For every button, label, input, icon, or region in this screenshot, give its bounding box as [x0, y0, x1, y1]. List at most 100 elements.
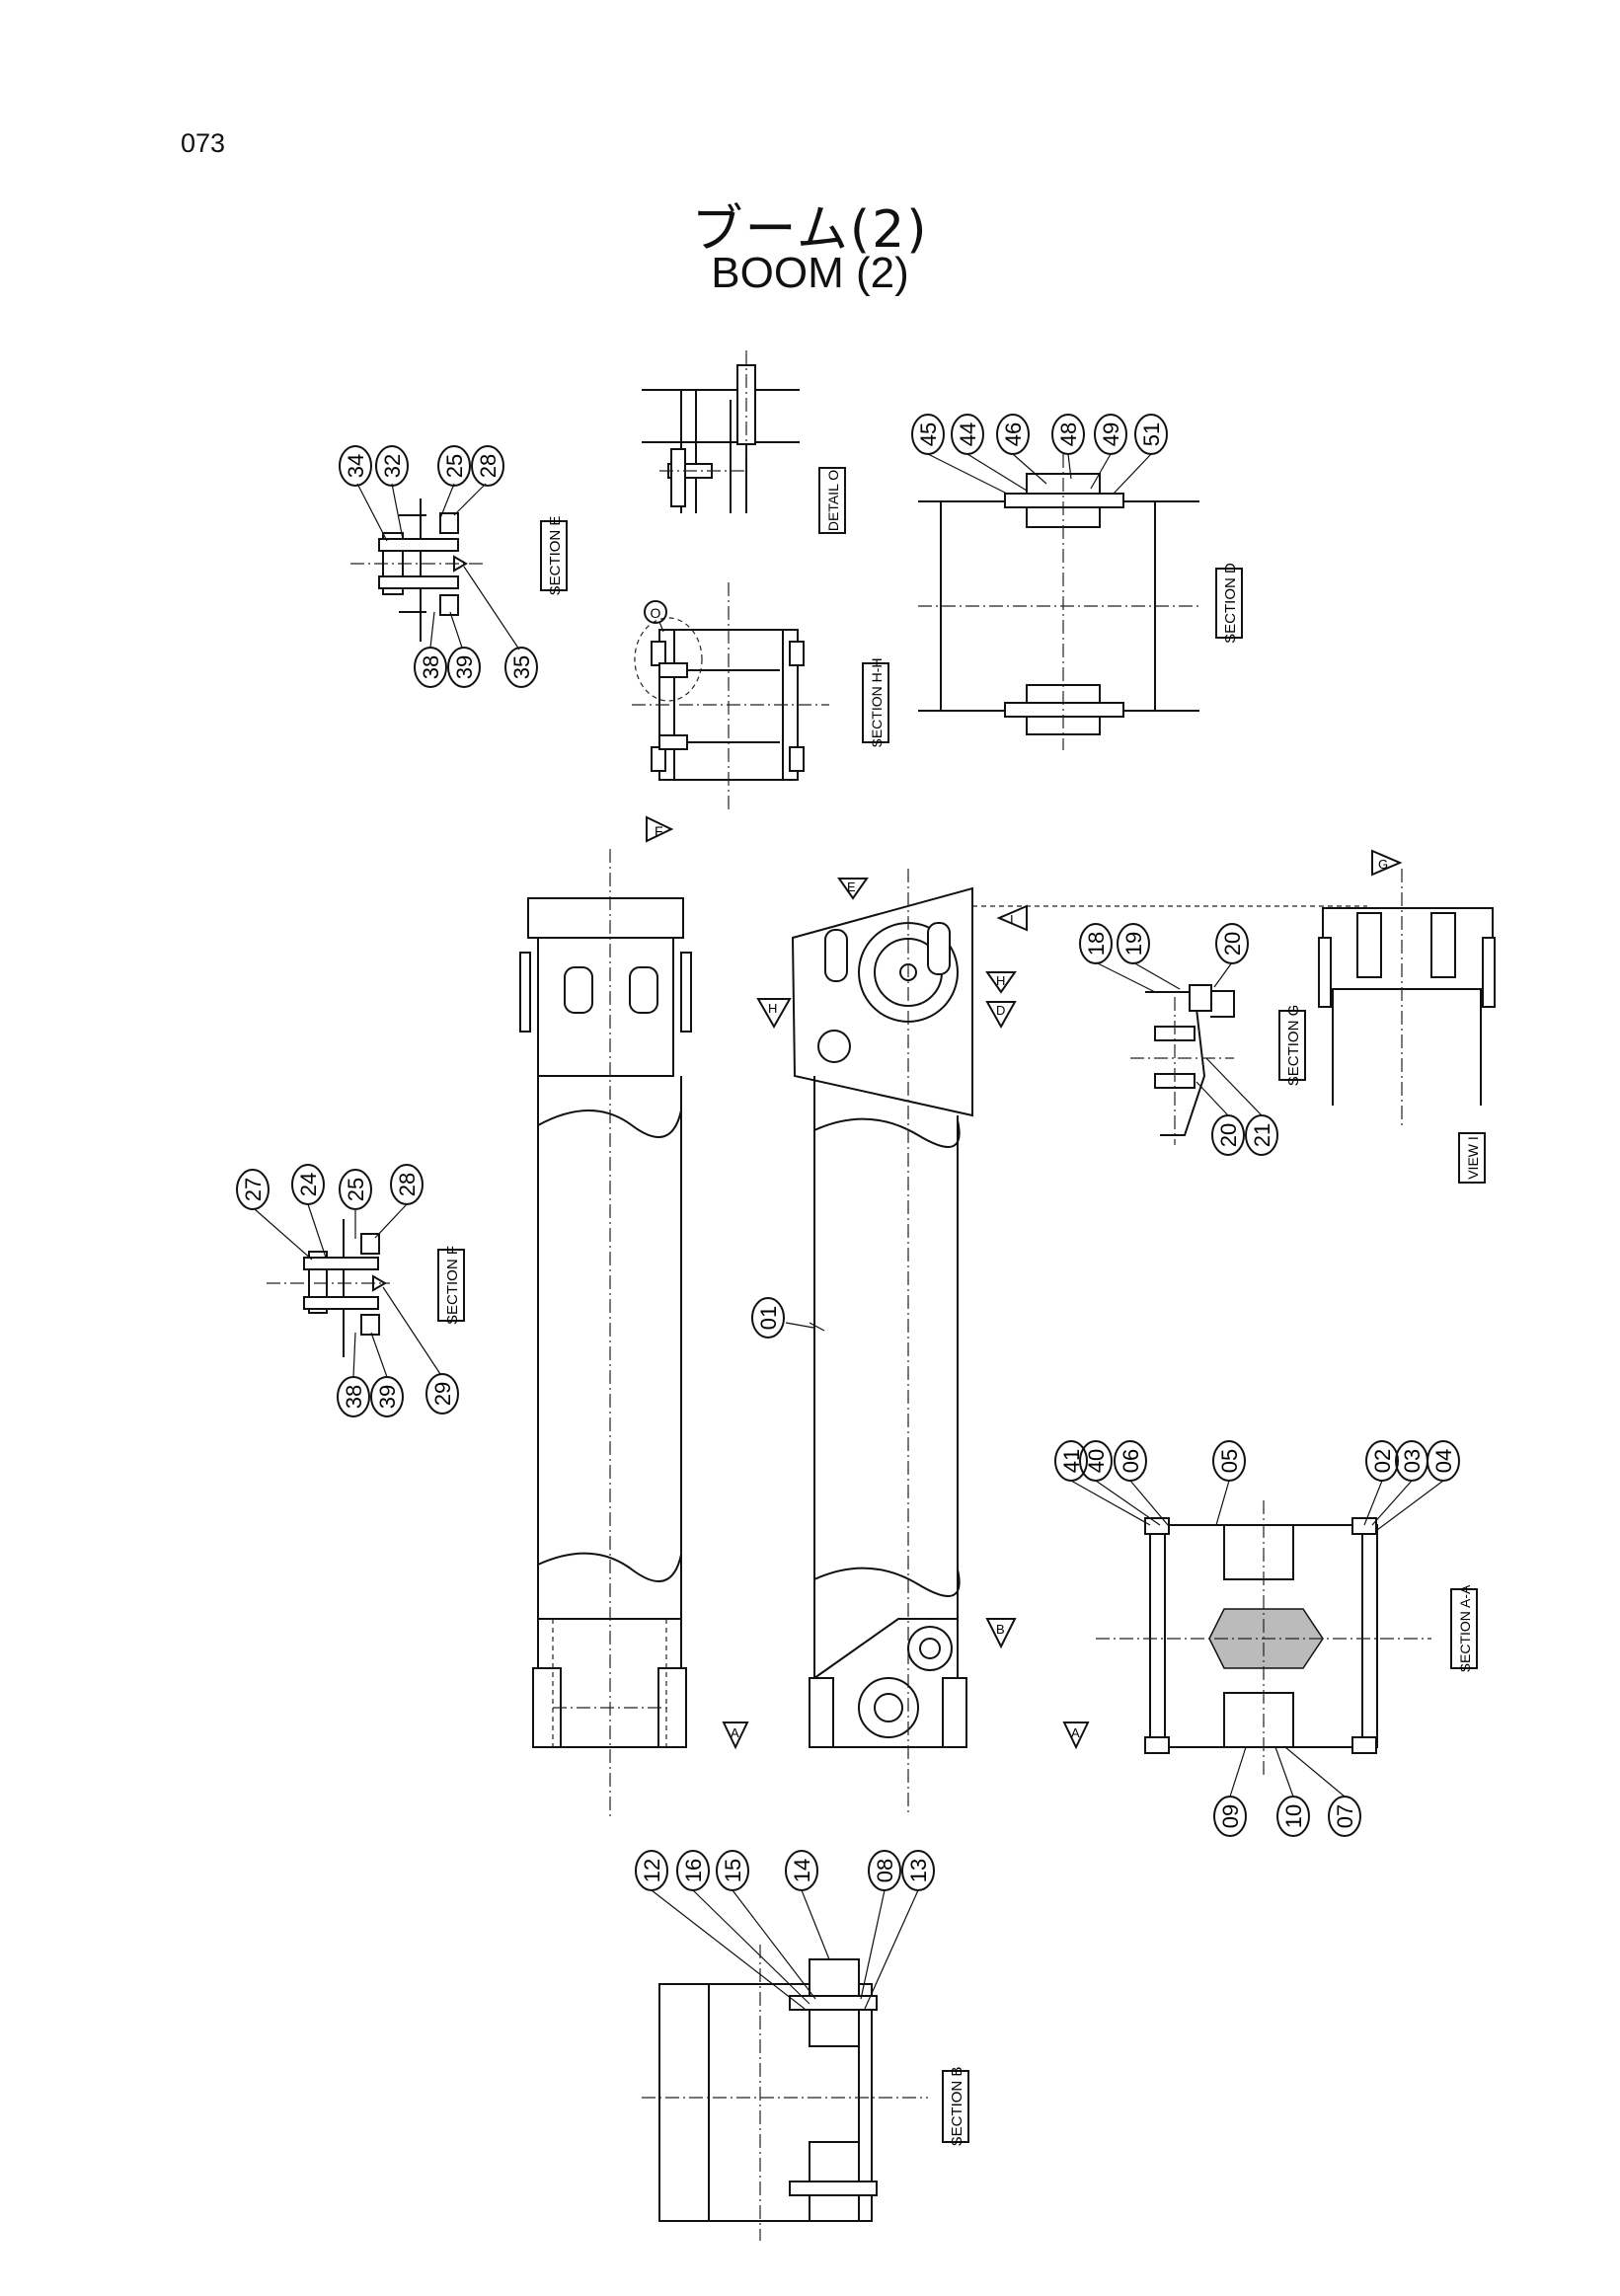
view-arrow-b: B [985, 1618, 1017, 1649]
svg-text:SECTION D: SECTION D [1222, 563, 1239, 644]
callout-20-top: 20 [1215, 923, 1249, 964]
section-f-label: SECTION F [437, 1246, 465, 1325]
svg-text:08: 08 [873, 1859, 897, 1882]
svg-text:28: 28 [395, 1173, 420, 1196]
svg-text:40: 40 [1084, 1449, 1109, 1473]
page-number: 073 [181, 128, 226, 158]
svg-text:01: 01 [756, 1306, 781, 1330]
svg-text:51: 51 [1139, 422, 1164, 446]
svg-text:D: D [996, 1003, 1005, 1018]
callout-41: 41 [1054, 1440, 1088, 1482]
svg-text:SECTION B: SECTION B [949, 2067, 965, 2147]
callout-08: 08 [868, 1850, 901, 1891]
svg-text:02: 02 [1370, 1449, 1395, 1473]
section-e-view [350, 483, 520, 651]
section-aa-view [1070, 1480, 1444, 1798]
callout-14: 14 [785, 1850, 818, 1891]
svg-text:38: 38 [342, 1385, 366, 1409]
section-b-label: SECTION B [942, 2067, 969, 2147]
detail-o-view [642, 350, 800, 513]
svg-text:44: 44 [956, 422, 980, 446]
callout-20-bottom: 20 [1211, 1114, 1245, 1156]
callout-05: 05 [1212, 1440, 1246, 1482]
callout-39: 39 [447, 647, 481, 688]
section-d-label: SECTION D [1215, 563, 1243, 644]
svg-text:46: 46 [1001, 422, 1026, 446]
callout-27: 27 [236, 1169, 270, 1210]
section-hh-label: SECTION H-H [862, 658, 889, 748]
callout-10: 10 [1276, 1796, 1310, 1837]
callout-13: 13 [901, 1850, 935, 1891]
svg-text:04: 04 [1431, 1449, 1456, 1473]
svg-text:A: A [1071, 1725, 1080, 1740]
view-arrow-a-left: A [722, 1722, 749, 1750]
svg-text:E: E [847, 880, 856, 894]
callout-32: 32 [375, 445, 409, 487]
svg-text:O: O [651, 605, 661, 621]
svg-text:45: 45 [916, 422, 941, 446]
svg-text:24: 24 [296, 1173, 321, 1196]
svg-text:34: 34 [344, 454, 368, 478]
view-arrow-a-right: A [1062, 1722, 1090, 1750]
svg-text:06: 06 [1119, 1449, 1143, 1473]
callout-51: 51 [1134, 414, 1168, 455]
callout-28-f: 28 [390, 1164, 424, 1205]
callout-49: 49 [1094, 414, 1127, 455]
section-d-view [918, 453, 1199, 750]
svg-text:15: 15 [721, 1859, 745, 1882]
svg-text:38: 38 [419, 655, 443, 679]
view-i-view [1318, 869, 1496, 1125]
callout-03: 03 [1395, 1440, 1428, 1482]
svg-text:05: 05 [1217, 1449, 1242, 1473]
svg-text:A: A [731, 1725, 739, 1740]
svg-text:SECTION E: SECTION E [547, 516, 564, 596]
view-i-label: VIEW I [1458, 1132, 1486, 1184]
view-arrow-f: F [646, 815, 674, 843]
callout-38: 38 [414, 647, 447, 688]
svg-text:48: 48 [1056, 422, 1081, 446]
callout-16: 16 [676, 1850, 710, 1891]
callout-34: 34 [339, 445, 372, 487]
view-arrow-d: D [985, 1001, 1017, 1030]
svg-text:20: 20 [1220, 932, 1245, 956]
svg-text:16: 16 [681, 1859, 706, 1882]
svg-text:18: 18 [1084, 932, 1109, 956]
svg-text:21: 21 [1250, 1123, 1274, 1147]
callout-09: 09 [1213, 1796, 1247, 1837]
callouts: 34 32 25 28 38 39 35 45 44 46 48 49 51 1… [236, 414, 1460, 1891]
detail-o-label: DETAIL O [818, 467, 846, 534]
svg-text:VIEW I: VIEW I [1465, 1136, 1481, 1180]
callout-01: 01 [751, 1297, 785, 1339]
page-title-english: BOOM (2) [711, 249, 909, 297]
svg-text:39: 39 [375, 1385, 400, 1409]
view-arrow-i: I [996, 904, 1028, 932]
svg-text:35: 35 [509, 655, 534, 679]
boom-front-view [519, 849, 692, 1816]
svg-text:12: 12 [640, 1859, 664, 1882]
callout-12: 12 [635, 1850, 668, 1891]
boom-side-view [791, 869, 1367, 1816]
section-g-view [1095, 961, 1263, 1145]
callout-15: 15 [716, 1850, 749, 1891]
callout-39-f: 39 [370, 1376, 404, 1417]
svg-text:H: H [768, 1001, 777, 1016]
callout-35: 35 [504, 647, 538, 688]
svg-text:SECTION A-A: SECTION A-A [1457, 1584, 1473, 1672]
svg-text:SECTION G: SECTION G [1285, 1005, 1302, 1087]
svg-text:09: 09 [1218, 1804, 1243, 1828]
svg-text:SECTION F: SECTION F [444, 1246, 461, 1325]
view-arrow-g: G [1371, 849, 1403, 877]
section-b-view [642, 1889, 928, 2241]
page-title-japanese: ブーム(2) [691, 200, 929, 260]
callout-06: 06 [1114, 1440, 1147, 1482]
leader-01 [785, 1322, 814, 1329]
callout-24: 24 [291, 1164, 325, 1205]
svg-text:29: 29 [430, 1382, 455, 1406]
svg-text:10: 10 [1281, 1804, 1306, 1828]
svg-text:25: 25 [344, 1178, 368, 1201]
callout-46: 46 [996, 414, 1030, 455]
callout-45: 45 [911, 414, 945, 455]
svg-text:20: 20 [1216, 1123, 1241, 1147]
section-hh-view: O [632, 582, 829, 809]
